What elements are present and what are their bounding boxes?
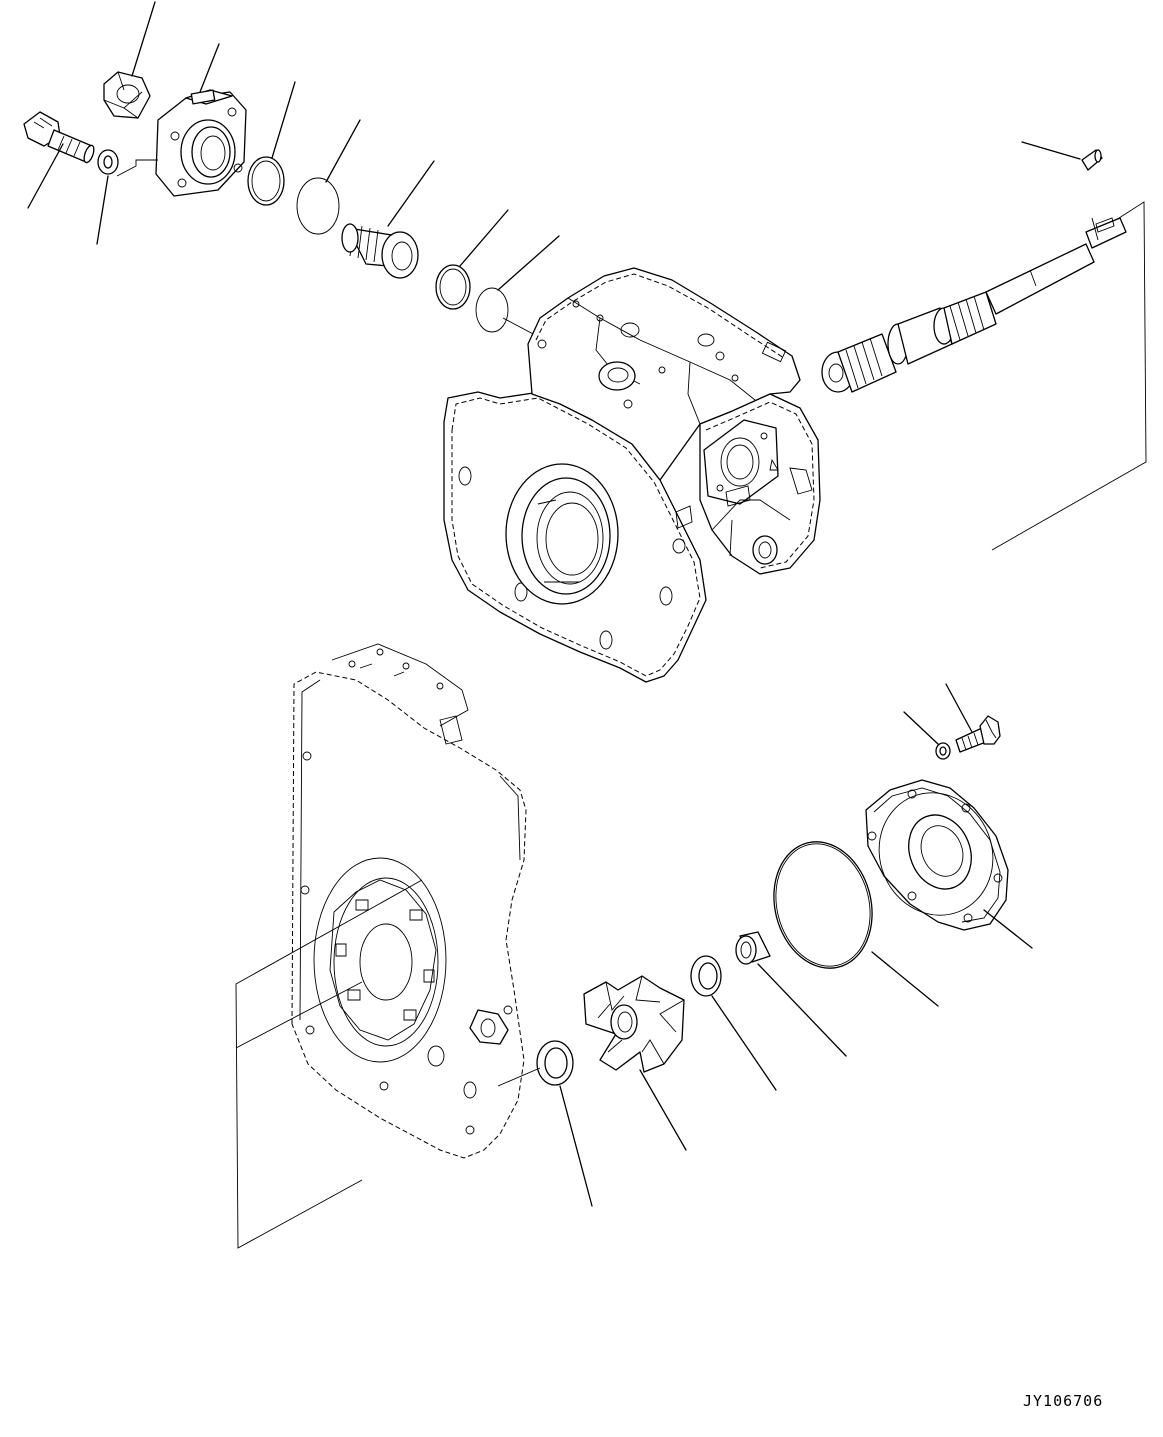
large-o-ring: [761, 831, 885, 978]
leader-large-o-ring: [872, 952, 938, 1006]
bearing-ring: [691, 956, 721, 996]
bolt-upper: [24, 112, 96, 164]
shaft-key: [1082, 150, 1102, 170]
leader-fitting: [388, 161, 434, 226]
bracket-bolt-flange: [117, 160, 158, 176]
leader-bearing-ring: [712, 996, 776, 1090]
leader-bolt-upper: [28, 144, 63, 208]
o-ring-upper-1: [248, 157, 284, 205]
bracket-rear-housing: [236, 880, 422, 1248]
thrust-washer: [537, 1041, 573, 1085]
impeller-gear: [584, 976, 684, 1072]
leader-o-ring-2: [326, 120, 360, 182]
washer-upper: [98, 150, 118, 174]
o-ring-upper-3: [436, 265, 470, 309]
o-ring-upper-4: [476, 288, 508, 332]
bolt-lower: [956, 716, 1000, 752]
leader-washer-lower: [904, 712, 938, 744]
leader-impeller: [640, 1070, 686, 1150]
o-ring-upper-2: [297, 178, 339, 234]
rear-housing: [292, 644, 526, 1158]
leader-shaft-key: [1022, 142, 1080, 159]
leader-washer-upper: [97, 176, 108, 244]
leader-flange: [200, 44, 219, 92]
collar-bushing: [736, 932, 770, 964]
leader-thrust-washer: [560, 1086, 592, 1206]
drive-shaft: [822, 218, 1126, 392]
fitting-sleeve: [342, 224, 418, 278]
leader-bolt-lower: [946, 684, 972, 732]
end-cover: [861, 776, 1011, 933]
bracket-shaft: [992, 202, 1146, 550]
leader-o-ring-1: [272, 82, 295, 158]
leader-o-ring-4: [498, 236, 559, 290]
flange-upper: [156, 90, 246, 196]
pump-body: [444, 268, 820, 682]
drawing-code: JY106706: [1023, 1392, 1104, 1410]
washer-lower: [936, 743, 950, 759]
hex-nut-upper: [104, 72, 150, 118]
leader-end-cover: [984, 910, 1032, 948]
leader-collar: [758, 964, 846, 1056]
leader-hex-nut: [132, 2, 155, 76]
leader-washer-to-housing: [498, 1068, 540, 1086]
leader-o-ring-3: [460, 210, 508, 266]
leader-rear-housing: [236, 982, 362, 1048]
